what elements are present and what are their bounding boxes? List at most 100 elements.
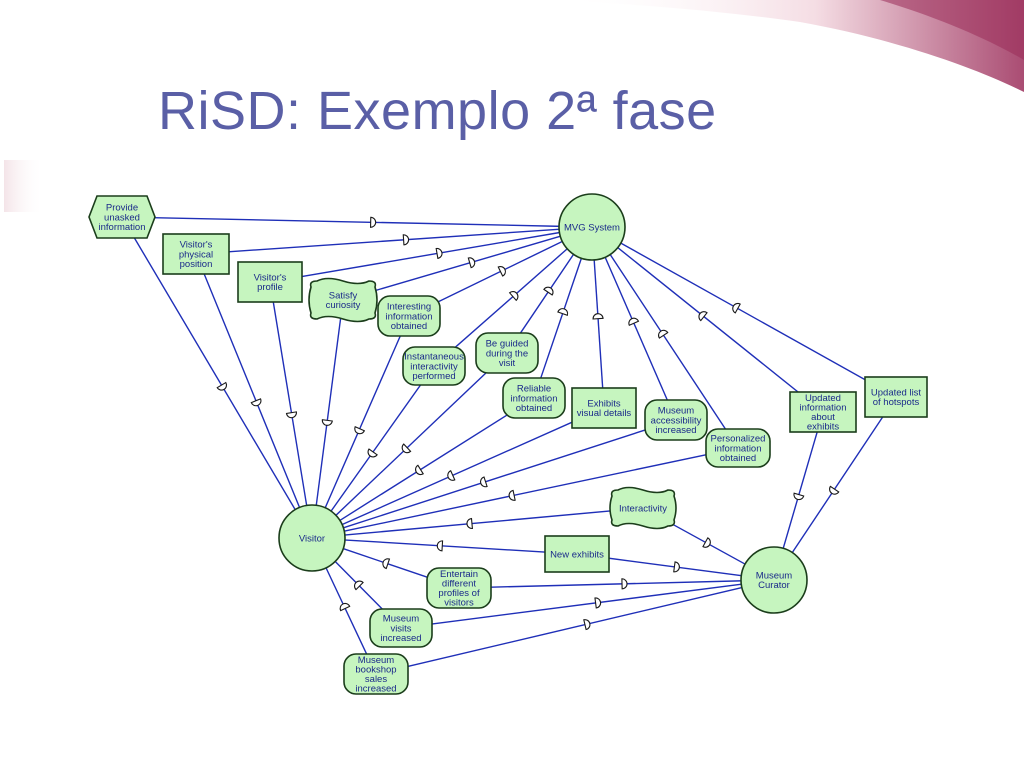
node-shape-physpos bbox=[162, 233, 230, 275]
node-shape-visitor bbox=[278, 504, 346, 572]
node-label-mvg: MVG System bbox=[564, 222, 620, 233]
dependency-link-provide-visitor bbox=[131, 232, 298, 513]
node-label-line: of hotspots bbox=[873, 397, 920, 408]
dependency-marker-physpos-visitor bbox=[250, 398, 262, 407]
dependency-link-updinfo-mvg bbox=[614, 245, 810, 402]
node-label-line: information bbox=[386, 311, 433, 322]
node-label-line: about bbox=[811, 412, 835, 423]
node-label-line: Entertain bbox=[440, 569, 478, 580]
dependency-marker-guided-visitor bbox=[401, 443, 412, 454]
dependency-marker-instant-visitor bbox=[367, 448, 378, 458]
node-shape-curator bbox=[740, 546, 808, 614]
node-shape-entertain bbox=[426, 567, 492, 609]
dependency-link-provide-mvg bbox=[140, 216, 563, 228]
dependency-marker-updlist-mvg bbox=[732, 303, 741, 314]
dependency-marker-interesting-visitor bbox=[354, 425, 366, 435]
node-shape-visits bbox=[369, 608, 433, 648]
dependency-link-entertain-curator bbox=[476, 580, 745, 589]
left-accent bbox=[4, 160, 44, 212]
node-visitor: Visitor bbox=[278, 504, 346, 572]
node-label-line: Visitor's bbox=[180, 240, 213, 251]
node-label-line: Museum bbox=[383, 614, 420, 625]
dependency-marker-interesting-mvg bbox=[497, 266, 506, 277]
dependency-marker-entertain-visitor bbox=[382, 558, 391, 570]
dependency-marker-newex-curator bbox=[673, 561, 680, 573]
dependency-marker-personal-visitor bbox=[508, 489, 516, 501]
dependency-marker-provide-mvg bbox=[370, 216, 377, 228]
dependency-link-guided-visitor bbox=[333, 364, 495, 519]
dependency-marker-exhibits-visitor bbox=[447, 470, 456, 481]
node-shape-reliable bbox=[502, 377, 566, 419]
dependency-marker-curiosity-visitor bbox=[321, 419, 333, 426]
node-label-line: exhibits bbox=[807, 422, 839, 433]
node-label-line: unasked bbox=[104, 212, 140, 223]
dependency-link-access-mvg bbox=[603, 253, 670, 404]
node-newex: New exhibits bbox=[544, 535, 610, 573]
node-label-line: Instantaneous bbox=[404, 352, 464, 363]
dependency-link-updinfo-curator bbox=[781, 429, 819, 552]
dependency-link-newex-visitor bbox=[341, 539, 561, 554]
dependency-link-interact-visitor bbox=[341, 508, 627, 537]
dependency-marker-visits-visitor bbox=[354, 580, 364, 591]
node-label-line: increased bbox=[380, 633, 421, 644]
page-title: RiSD: Exemplo 2ª fase bbox=[158, 81, 717, 141]
node-label-line: physical bbox=[179, 249, 213, 260]
node-shape-updlist bbox=[864, 376, 928, 418]
node-label-line: profiles of bbox=[438, 588, 480, 599]
node-label-line: Personalized bbox=[711, 434, 766, 445]
node-label-line: different bbox=[442, 579, 477, 590]
node-label-line: Be guided bbox=[486, 339, 529, 350]
dependency-marker-personal-mvg bbox=[658, 329, 669, 339]
dependency-link-profile-mvg bbox=[287, 231, 563, 280]
node-label-line: information bbox=[800, 403, 847, 414]
node-label-line: Interesting bbox=[387, 302, 431, 313]
dependency-link-personal-mvg bbox=[607, 251, 730, 435]
dependency-link-reliable-visitor bbox=[336, 407, 520, 523]
node-label-line: position bbox=[180, 259, 213, 270]
dependency-link-curiosity-mvg bbox=[359, 234, 564, 296]
dependency-marker-access-mvg bbox=[628, 317, 640, 326]
corner-swoosh bbox=[560, 0, 1024, 92]
node-label-line: Satisfy bbox=[329, 291, 358, 302]
dependency-marker-guided-mvg bbox=[543, 286, 554, 296]
node-label-line: Museum bbox=[658, 406, 695, 417]
node-label-interact: Interactivity bbox=[619, 503, 667, 514]
node-label-line: increased bbox=[655, 425, 696, 436]
node-label-line: bookshop bbox=[355, 665, 396, 676]
dependency-marker-interact-curator bbox=[702, 537, 711, 548]
node-mvg: MVG System bbox=[558, 193, 626, 261]
node-label-line: obtained bbox=[391, 321, 427, 332]
node-shape-bookshop bbox=[343, 653, 409, 695]
node-label-line: profile bbox=[257, 282, 283, 293]
node-shape-updinfo bbox=[789, 391, 857, 433]
dependency-link-newex-curator bbox=[592, 555, 745, 577]
node-shape-personal bbox=[705, 428, 771, 468]
dependency-link-bookshop-visitor bbox=[324, 564, 369, 659]
dependency-link-updlist-curator bbox=[789, 411, 887, 556]
dependency-link-updlist-mvg bbox=[617, 240, 881, 389]
node-shape-profile bbox=[237, 261, 303, 303]
node-label-line: Provide bbox=[106, 203, 138, 214]
node-shape-guided bbox=[475, 332, 539, 374]
node-label-line: visual details bbox=[577, 408, 632, 419]
node-label-line: Visitor bbox=[299, 533, 325, 544]
node-label-line: performed bbox=[412, 371, 455, 382]
node-label-line: Curator bbox=[758, 580, 790, 591]
node-label-line: information bbox=[715, 443, 762, 454]
dependency-marker-interact-visitor bbox=[466, 517, 473, 530]
dependency-link-access-visitor bbox=[340, 424, 660, 530]
